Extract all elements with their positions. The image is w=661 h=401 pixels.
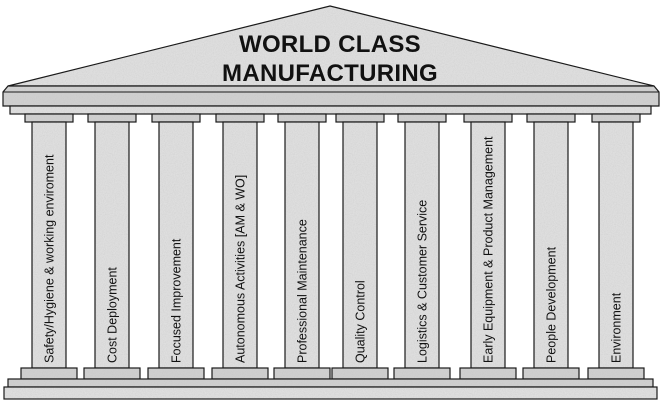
pillar-capital xyxy=(278,114,326,122)
pillar-base xyxy=(148,368,204,379)
pillar: Autonomous Activities [AM & WO] xyxy=(212,114,268,379)
pillar-label: Early Equipment & Product Management xyxy=(482,136,496,363)
title-line-1: WORLD CLASS xyxy=(239,31,421,58)
pillar-capital xyxy=(152,114,200,122)
pillar: People Development xyxy=(523,114,579,379)
pillar-capital xyxy=(527,114,575,122)
pillar-capital xyxy=(216,114,264,122)
pillar-base xyxy=(332,368,388,379)
pillar-label: People Development xyxy=(545,246,559,363)
pillar: Cost Deployment xyxy=(84,114,140,379)
pillar-capital xyxy=(464,114,512,122)
pillar-capital xyxy=(398,114,446,122)
pillar-label: Cost Deployment xyxy=(106,267,120,363)
pillar-capital xyxy=(88,114,136,122)
pillar-capital xyxy=(592,114,640,122)
entablature xyxy=(3,86,659,106)
pillar: Environment xyxy=(588,114,644,379)
pillar-base xyxy=(588,368,644,379)
pillar-label: Professional Maintenance xyxy=(296,219,310,363)
title-line-2: MANUFACTURING xyxy=(222,60,438,87)
pillar-base xyxy=(21,368,77,379)
pillar: Professional Maintenance xyxy=(274,114,330,379)
pillar-base xyxy=(274,368,330,379)
pillar-label: Autonomous Activities [AM & WO] xyxy=(234,175,248,363)
temple-base xyxy=(4,379,657,399)
base-step-lower xyxy=(4,387,657,399)
pillar-base xyxy=(523,368,579,379)
pillar-base xyxy=(460,368,516,379)
base-step-upper xyxy=(8,379,653,387)
pillar-base xyxy=(394,368,450,379)
pillar-label: Safety/Hygiene & working enviroment xyxy=(43,154,57,363)
pillar-label: Logistics & Customer Service xyxy=(416,200,430,363)
pillar: Quality Control xyxy=(332,114,388,379)
architrave xyxy=(10,106,651,114)
pillar-capital xyxy=(25,114,73,122)
pillar-base xyxy=(212,368,268,379)
pillar-label: Quality Control xyxy=(354,280,368,363)
pillar: Early Equipment & Product Management xyxy=(460,114,516,379)
pillar: Safety/Hygiene & working enviroment xyxy=(21,114,77,379)
pillar-label: Environment xyxy=(610,292,624,363)
pillar-base xyxy=(84,368,140,379)
pillar: Focused Improvement xyxy=(148,114,204,379)
pillar-label: Focused Improvement xyxy=(170,238,184,363)
pillar: Logistics & Customer Service xyxy=(394,114,450,379)
pillar-capital xyxy=(336,114,384,122)
